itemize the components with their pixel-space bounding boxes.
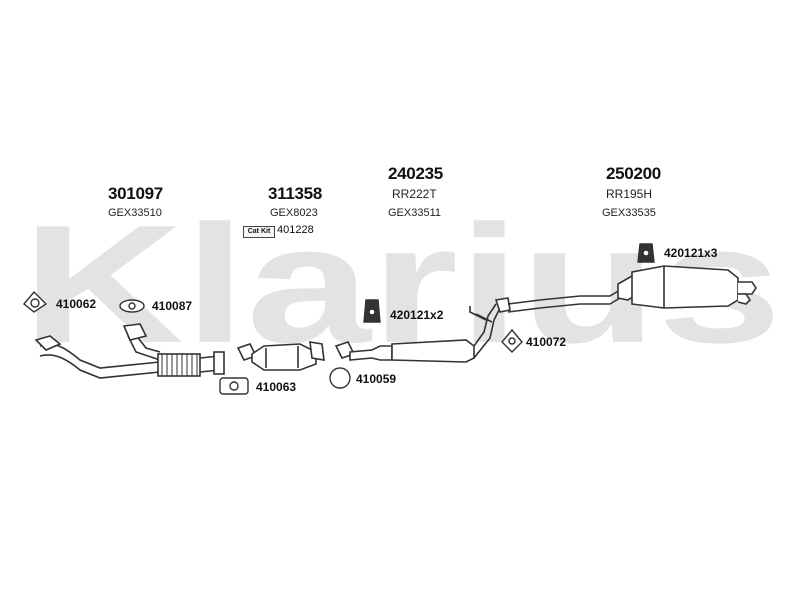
part-number-front-pipe: 301097 [108, 184, 163, 203]
ref-front-pipe: GEX33510 [108, 207, 162, 219]
callout-410059: 410059 [356, 372, 397, 386]
callout-420121x3: 420121x3 [664, 246, 718, 260]
ref-rear: GEX33535 [602, 207, 656, 219]
callout-420121x2: 420121x2 [390, 308, 444, 322]
cat-kit-number: 401228 [277, 224, 314, 236]
catalytic-converter [236, 341, 325, 371]
cat-kit-badge: Cat Kit [243, 226, 275, 238]
part-number-intermediate: 240235 [388, 164, 443, 183]
ring-410059-icon [329, 367, 351, 389]
gasket-410063-icon [219, 377, 249, 395]
gasket-410062-icon [23, 290, 48, 313]
front-pipe [34, 323, 225, 379]
intermediate-pipe [334, 297, 511, 363]
sub-ref-intermediate: RR222T [392, 187, 437, 201]
rubber-mount-420121x3-icon [637, 243, 655, 263]
part-number-rear: 250200 [606, 164, 661, 183]
sub-ref-rear: RR195H [606, 187, 653, 201]
gasket-410072-icon [501, 328, 523, 353]
callout-410072: 410072 [526, 335, 567, 349]
rear-silencer [507, 265, 757, 313]
gasket-410087-icon [119, 299, 145, 313]
ref-intermediate: GEX33511 [388, 207, 442, 219]
ref-catalytic: GEX8023 [270, 207, 318, 219]
rubber-mount-420121x2-icon [363, 299, 381, 323]
part-number-catalytic: 311358 [268, 184, 322, 203]
callout-410062: 410062 [56, 297, 97, 311]
callout-410087: 410087 [152, 299, 193, 313]
callout-410063: 410063 [256, 380, 297, 394]
